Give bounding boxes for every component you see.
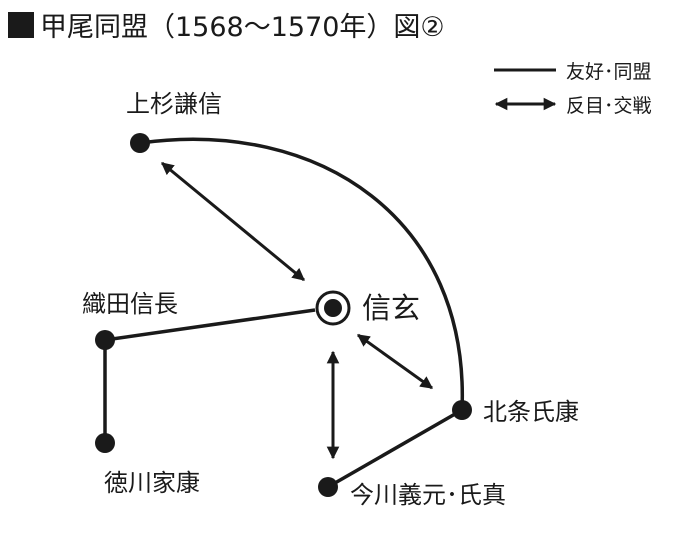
node-label-hojo: 北条氏康: [483, 398, 579, 426]
diagram-title: 甲尾同盟（1568〜1570年）図②: [40, 12, 445, 43]
node-label-oda: 織田信長: [82, 290, 178, 318]
hostile-arrow-shingen-hojo: [356, 333, 434, 390]
node-dot-tokugawa: [95, 433, 115, 453]
node-label-tokugawa: 徳川家康: [104, 469, 200, 497]
node-label-uesugi: 上杉謙信: [126, 90, 222, 118]
alliance-line-oda-shingen: [104, 308, 316, 342]
node-shingen-symbol: [315, 290, 351, 326]
node-dot-oda: [95, 330, 115, 350]
node-dot-imagawa: [318, 477, 338, 497]
alliance-line-uesugi-hojo: [139, 137, 464, 411]
hostile-arrow-uesugi-shingen: [161, 161, 305, 282]
node-dot-uesugi: [130, 133, 150, 153]
alliance-line-hojo-imagawa: [327, 408, 463, 489]
node-label-imagawa: 今川義元･氏真: [350, 481, 506, 509]
legend-alliance-label: 友好･同盟: [566, 61, 652, 83]
title-square-icon: [8, 12, 34, 38]
legend-hostile-label: 反目･交戦: [566, 95, 652, 117]
node-dot-hojo: [452, 400, 472, 420]
node-label-shingen: 信玄: [362, 291, 420, 325]
